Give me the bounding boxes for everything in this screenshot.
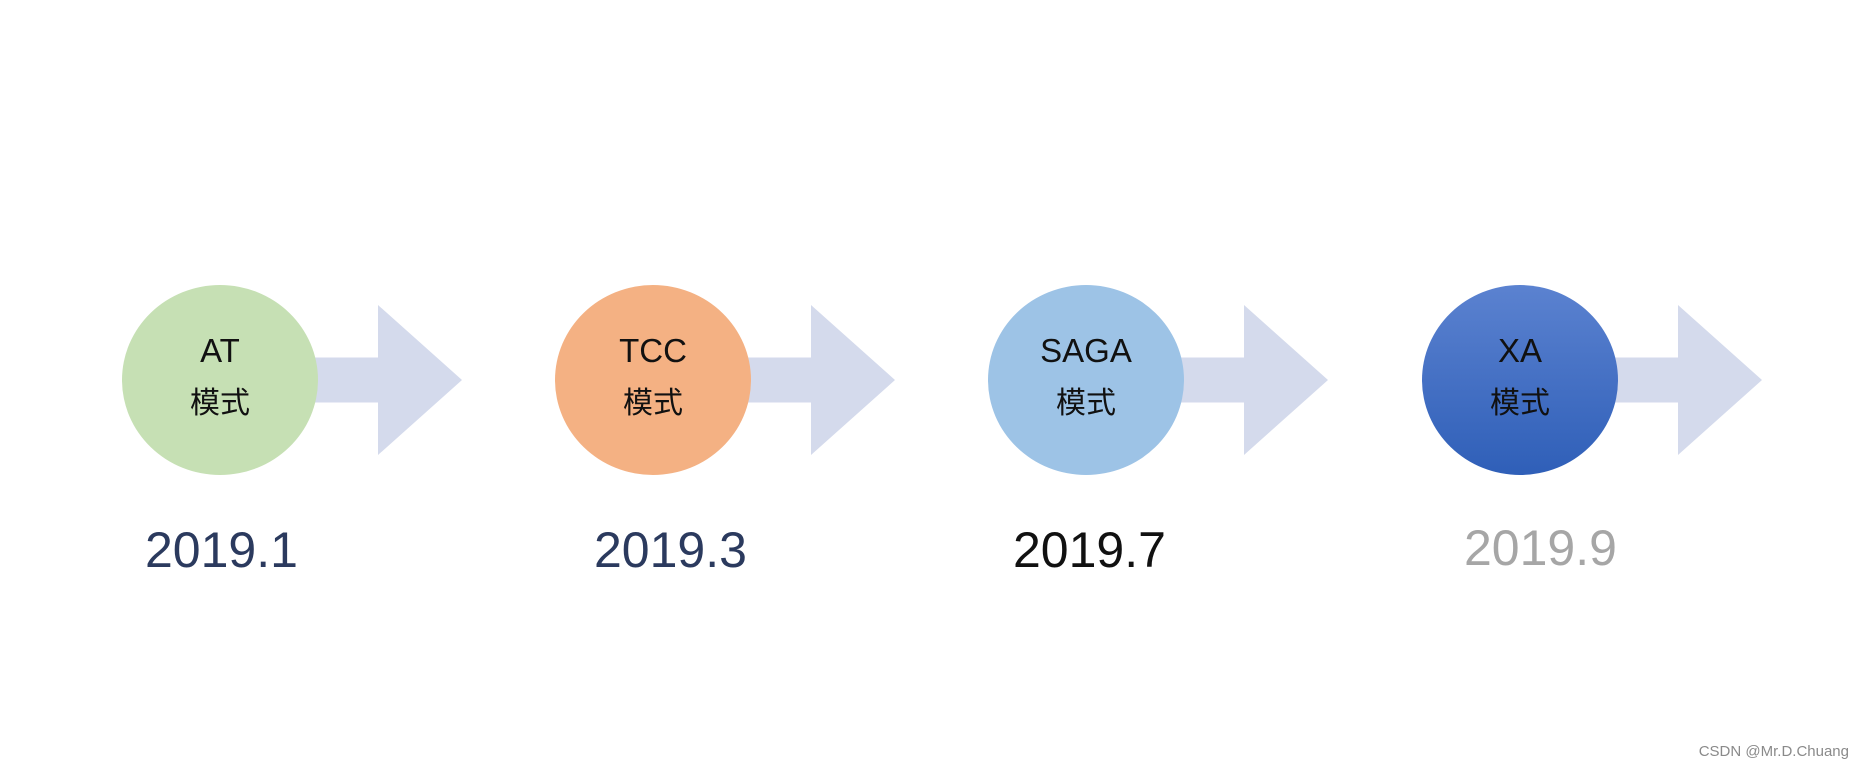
release-date: 2019.9 [1464, 520, 1617, 576]
mode-label: 模式 [1490, 385, 1550, 421]
timeline-step-tcc: TCC 模式 2019.3 [555, 285, 1035, 590]
timeline-step-saga: SAGA 模式 2019.7 [988, 285, 1468, 590]
mode-circle: TCC 模式 [555, 285, 751, 475]
mode-circle: XA 模式 [1422, 285, 1618, 475]
release-date: 2019.7 [1013, 522, 1166, 578]
release-date: 2019.3 [594, 522, 747, 578]
release-date: 2019.1 [145, 522, 298, 578]
mode-name: SAGA [1040, 331, 1132, 369]
timeline-step-at: AT 模式 2019.1 [122, 285, 602, 590]
mode-name: TCC [619, 331, 687, 369]
mode-label: 模式 [190, 385, 250, 421]
watermark: CSDN @Mr.D.Chuang [1698, 743, 1849, 760]
mode-name: AT [200, 331, 240, 369]
timeline-step-xa: XA 模式 2019.9 [1422, 285, 1863, 590]
mode-name: XA [1497, 331, 1543, 369]
mode-circle: SAGA 模式 [988, 285, 1184, 475]
mode-label: 模式 [623, 385, 683, 421]
mode-circle: AT 模式 [122, 285, 318, 475]
mode-label: 模式 [1056, 385, 1116, 421]
